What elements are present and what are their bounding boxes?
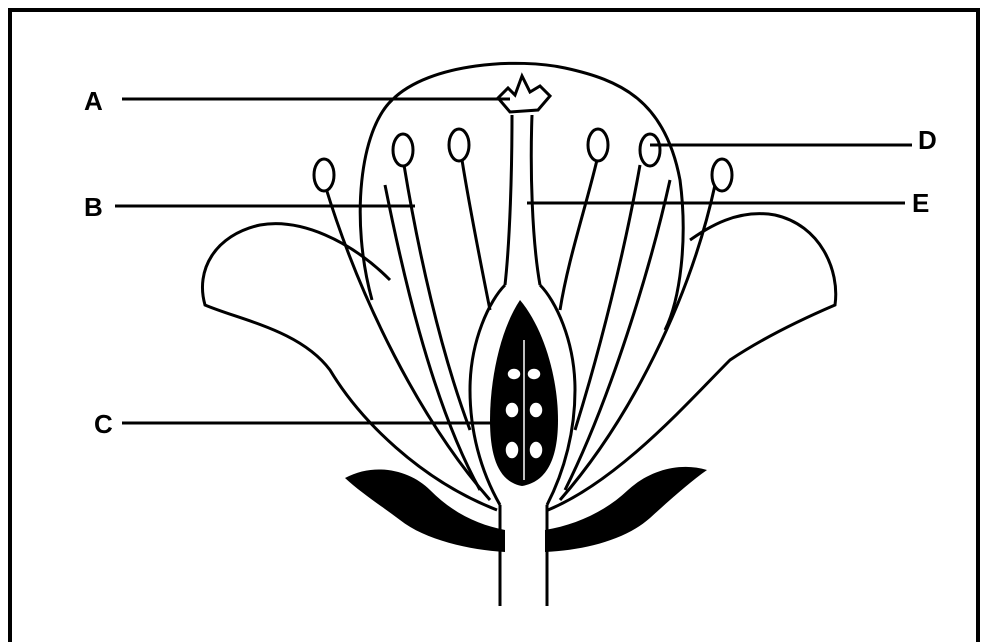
left-sepal bbox=[345, 469, 505, 552]
right-petal bbox=[548, 214, 836, 510]
label-c: C bbox=[94, 411, 113, 437]
label-d: D bbox=[918, 127, 937, 153]
label-b: B bbox=[84, 194, 103, 220]
left-petal bbox=[202, 224, 497, 510]
stigma bbox=[498, 76, 550, 112]
style-right bbox=[531, 115, 540, 285]
label-e: E bbox=[912, 190, 929, 216]
style-left bbox=[505, 115, 512, 285]
label-a: A bbox=[84, 88, 103, 114]
